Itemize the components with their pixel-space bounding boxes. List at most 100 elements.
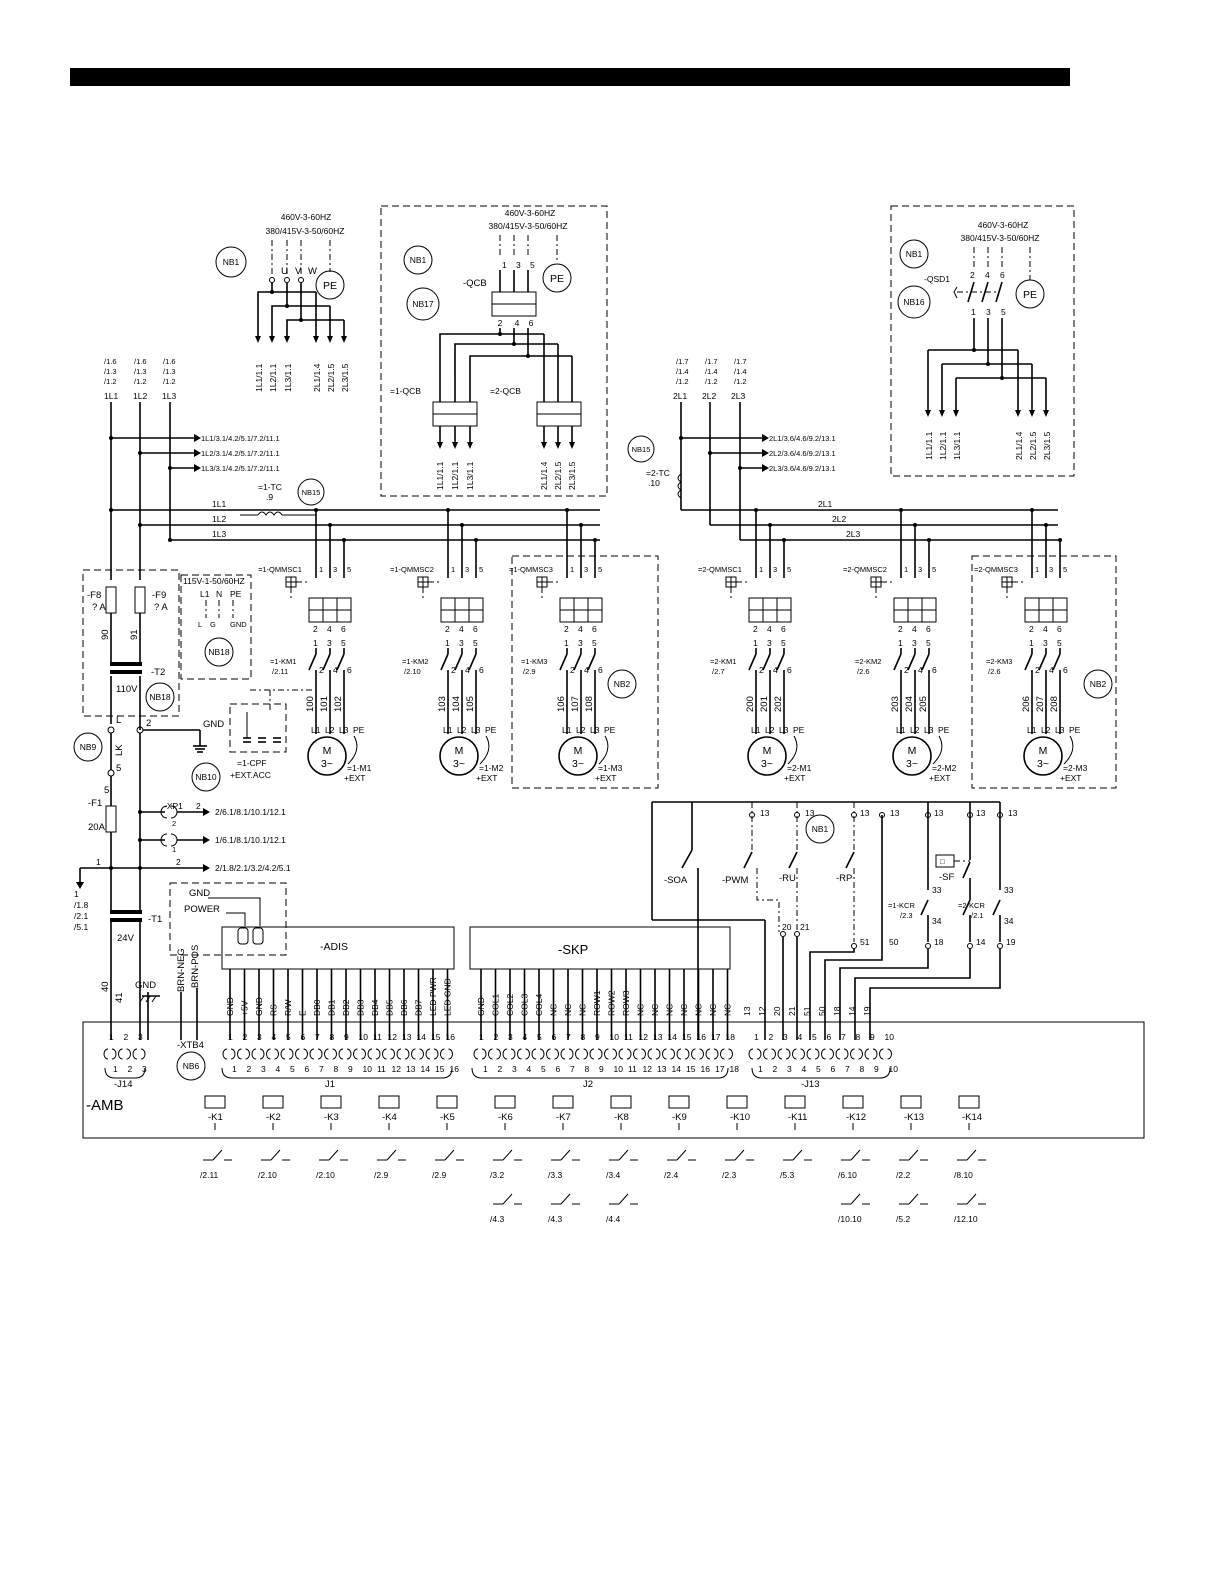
- svg-text:10: 10: [614, 1064, 624, 1074]
- svg-text:-K2: -K2: [266, 1112, 281, 1123]
- svg-text:/3.3: /3.3: [548, 1170, 562, 1180]
- adis-pin: RS: [269, 1004, 279, 1016]
- svg-text:1: 1: [109, 1032, 114, 1042]
- svg-text:L1: L1: [1027, 725, 1037, 735]
- svg-text:+EXT: +EXT: [595, 773, 617, 783]
- skp-pin: NC: [549, 1004, 559, 1016]
- svg-text:20: 20: [782, 922, 792, 932]
- svg-text:3: 3: [578, 638, 583, 648]
- svg-text:2L1: 2L1: [818, 499, 832, 509]
- skp-pin: NC: [636, 1004, 646, 1016]
- svg-text:13: 13: [402, 1032, 412, 1042]
- svg-text:/2.1: /2.1: [971, 911, 984, 920]
- svg-text:2: 2: [124, 1032, 129, 1042]
- svg-text:18: 18: [730, 1064, 740, 1074]
- left-out-1: 1L1/1.1: [254, 363, 264, 392]
- svg-text:PE: PE: [353, 725, 365, 735]
- svg-text:2: 2: [146, 718, 151, 729]
- svg-text:19: 19: [862, 1006, 872, 1016]
- svg-text:4: 4: [578, 624, 583, 634]
- adis-pin: DB3: [356, 999, 366, 1016]
- svg-text:3: 3: [773, 565, 777, 574]
- svg-text:9: 9: [348, 1064, 353, 1074]
- svg-text:4: 4: [767, 624, 772, 634]
- svg-text:5: 5: [341, 638, 346, 648]
- svg-text:-K7: -K7: [556, 1112, 571, 1123]
- skp-pin: COL4: [534, 994, 544, 1016]
- svg-text:/2.2: /2.2: [896, 1170, 910, 1180]
- svg-text:/3.4: /3.4: [606, 1170, 620, 1180]
- skp-pin: NC: [650, 1004, 660, 1016]
- xref-2l3: 2L3/3.6/4.6/9.2/13.1: [769, 464, 836, 473]
- adis-pin: DB7: [414, 999, 424, 1016]
- svg-text:2: 2: [904, 665, 909, 675]
- xref-1l1: 1L1/3.1/4.2/5.1/7.2/11.1: [201, 434, 280, 443]
- svg-text:J2: J2: [583, 1079, 593, 1090]
- svg-text:5: 5: [812, 1032, 817, 1042]
- svg-text:4: 4: [802, 1064, 807, 1074]
- line-2l3-label: 2L3: [731, 391, 745, 401]
- svg-text:=1-KCR: =1-KCR: [888, 901, 915, 910]
- svg-text:13: 13: [934, 808, 944, 818]
- svg-text:5: 5: [541, 1064, 546, 1074]
- adis-pin: R/W: [283, 999, 293, 1016]
- adis-pin: DB0: [312, 999, 322, 1016]
- svg-text:16: 16: [446, 1032, 456, 1042]
- svg-text:3: 3: [142, 1064, 147, 1074]
- control-left: -F8 ? A -F9 ? A 90 91 -T2 110V NB18 115V…: [73, 569, 312, 1040]
- qsd-pole-4: 4: [985, 270, 990, 280]
- left-out-5: 2L2/1.5: [326, 363, 336, 392]
- svg-text:L2: L2: [325, 725, 335, 735]
- svg-text:J1: J1: [325, 1079, 335, 1090]
- svg-text:4: 4: [276, 1064, 281, 1074]
- svg-text:1: 1: [1035, 565, 1039, 574]
- svg-text:L3: L3: [471, 725, 481, 735]
- skp-pin: COL2: [505, 994, 515, 1016]
- svg-text:1: 1: [483, 1064, 488, 1074]
- svg-text:-F8: -F8: [87, 590, 101, 601]
- svg-text:3: 3: [333, 565, 337, 574]
- adis-pin: LED PWR: [428, 977, 438, 1016]
- svg-text:/1.2: /1.2: [163, 377, 176, 386]
- svg-text:6: 6: [1063, 665, 1068, 675]
- motor-symbol: [747, 736, 787, 776]
- supply-left-nb1: NB1: [223, 257, 240, 267]
- mmsc-label: =1-QMMSC3: [509, 565, 553, 574]
- svg-text:/2.10: /2.10: [316, 1170, 335, 1180]
- qcb1-label: =1-QCB: [390, 386, 421, 396]
- relay-row: -K1/2.11-K2/2.10-K3/2.10-K4/2.9-K5/2.9-K…: [200, 1095, 986, 1224]
- svg-text:9: 9: [344, 1032, 349, 1042]
- svg-text:5: 5: [286, 1032, 291, 1042]
- svg-text:12: 12: [639, 1032, 649, 1042]
- svg-text:205: 205: [918, 696, 929, 712]
- svg-text:+EXT: +EXT: [344, 773, 366, 783]
- supply-mid: 460V-3-60HZ 380/415V-3-50/60HZ NB1 NB17 …: [380, 205, 608, 497]
- svg-text:5: 5: [290, 1064, 295, 1074]
- svg-text:.9: .9: [266, 492, 273, 502]
- svg-text:/2.7: /2.7: [712, 667, 725, 676]
- pe-right: PE: [1023, 289, 1037, 301]
- svg-text:NB10: NB10: [195, 772, 217, 782]
- relay-14: -K14/8.10/12.10: [954, 1095, 986, 1224]
- mmsc-label: =2-QMMSC2: [843, 565, 887, 574]
- skp-pin: NC: [679, 1004, 689, 1016]
- svg-text:5: 5: [781, 638, 786, 648]
- relay-4: -K4/2.9: [374, 1095, 406, 1180]
- svg-text:14: 14: [847, 1006, 857, 1016]
- svg-text:3: 3: [767, 638, 772, 648]
- svg-text:-K11: -K11: [788, 1112, 807, 1123]
- svg-text:6: 6: [473, 624, 478, 634]
- relay-8: -K8/3.4/4.4: [606, 1095, 638, 1224]
- qsd1-label: -QSD1: [924, 274, 950, 284]
- qcb-pole-3: 3: [516, 260, 521, 270]
- svg-text:/2.9: /2.9: [523, 667, 536, 676]
- xref-c: 2/1.8/2.1/3.2/4.2/5.1: [215, 863, 291, 873]
- svg-text:/2.6: /2.6: [857, 667, 870, 676]
- svg-text:2: 2: [1029, 624, 1034, 634]
- svg-text:6: 6: [1057, 624, 1062, 634]
- svg-text:3: 3: [787, 1064, 792, 1074]
- svg-text:1: 1: [758, 1064, 763, 1074]
- svg-text:L2: L2: [1041, 725, 1051, 735]
- svg-text:-SOA: -SOA: [664, 875, 688, 886]
